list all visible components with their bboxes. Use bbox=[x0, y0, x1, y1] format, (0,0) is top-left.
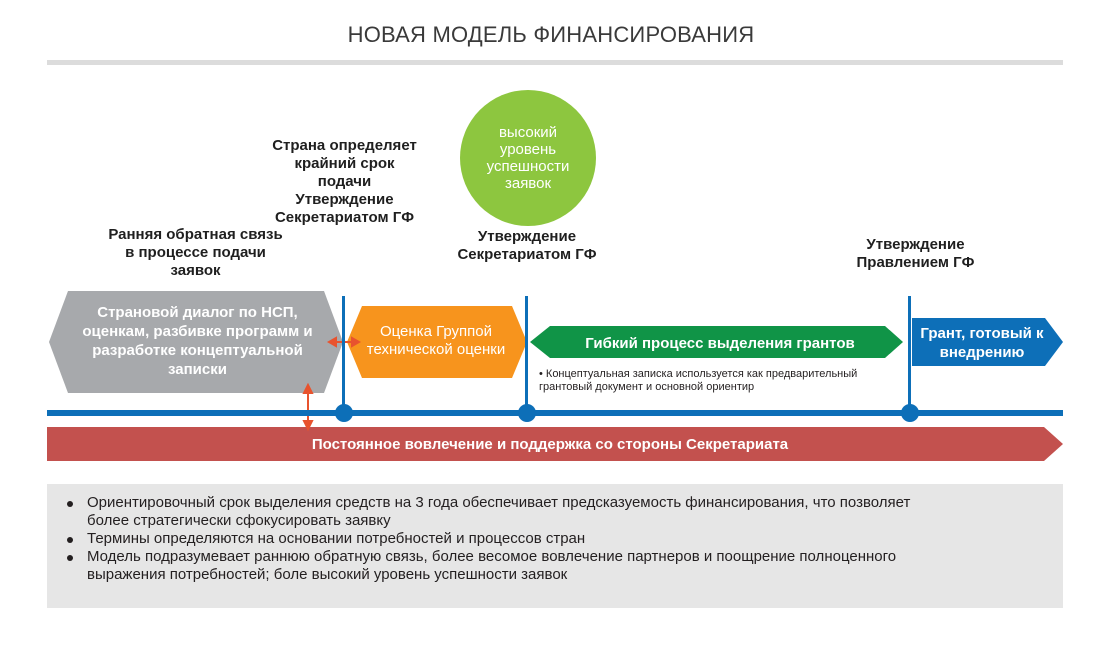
key-point: Ориентировочный срок выделения средств н… bbox=[67, 494, 927, 530]
milestone-line-2 bbox=[525, 296, 528, 414]
milestone-secretariat-approval: Утверждение Секретариатом ГФ bbox=[457, 228, 597, 263]
timeline-bar bbox=[47, 410, 1063, 416]
concept-note-remark: • Концептуальная записка используется ка… bbox=[539, 368, 858, 393]
page-title: НОВАЯ МОДЕЛЬ ФИНАНСИРОВАНИЯ bbox=[347, 22, 755, 47]
milestone-line-1 bbox=[342, 296, 345, 414]
horizontal-connector bbox=[326, 336, 362, 348]
trp-review-shape bbox=[347, 306, 527, 378]
trp-review-label: Оценка Группой технической оценки bbox=[366, 323, 506, 358]
success-rate-circle: высокий уровень успешности заявок bbox=[460, 90, 596, 226]
grant-making-label: Гибкий процесс выделения грантов bbox=[585, 334, 855, 352]
key-point: Термины определяются на основании потреб… bbox=[67, 530, 927, 548]
key-points-box: Ориентировочный срок выделения средств н… bbox=[47, 484, 1063, 608]
milestone-dot-2 bbox=[518, 404, 536, 422]
milestone-early-feedback: Ранняя обратная связь в процессе подачи … bbox=[108, 226, 283, 279]
title-divider bbox=[47, 60, 1063, 65]
ongoing-support-label: Постоянное вовлечение и поддержка со сто… bbox=[311, 435, 789, 453]
milestone-dot-1 bbox=[335, 404, 353, 422]
key-point: Модель подразумевает раннюю обратную свя… bbox=[67, 548, 927, 584]
milestone-line-3 bbox=[908, 296, 911, 414]
grant-making-shape bbox=[530, 326, 903, 358]
country-dialogue-label: Страновой диалог по НСП, оценкам, разбив… bbox=[82, 304, 313, 378]
grant-ready-label: Грант, готовый к внедрению bbox=[920, 325, 1044, 361]
milestone-dot-3 bbox=[901, 404, 919, 422]
vertical-connector bbox=[302, 382, 314, 432]
milestone-board-approval: Утверждение Правлением ГФ bbox=[856, 236, 975, 271]
ongoing-support-shape bbox=[47, 427, 1063, 461]
country-dialogue-shape bbox=[49, 291, 343, 393]
grant-ready-shape bbox=[912, 318, 1063, 366]
success-rate-text: высокий уровень успешности заявок bbox=[486, 124, 570, 192]
key-points-list: Ориентировочный срок выделения средств н… bbox=[47, 484, 1063, 584]
milestone-country-deadline: Страна определяет крайний срок подачи Ут… bbox=[272, 137, 417, 226]
